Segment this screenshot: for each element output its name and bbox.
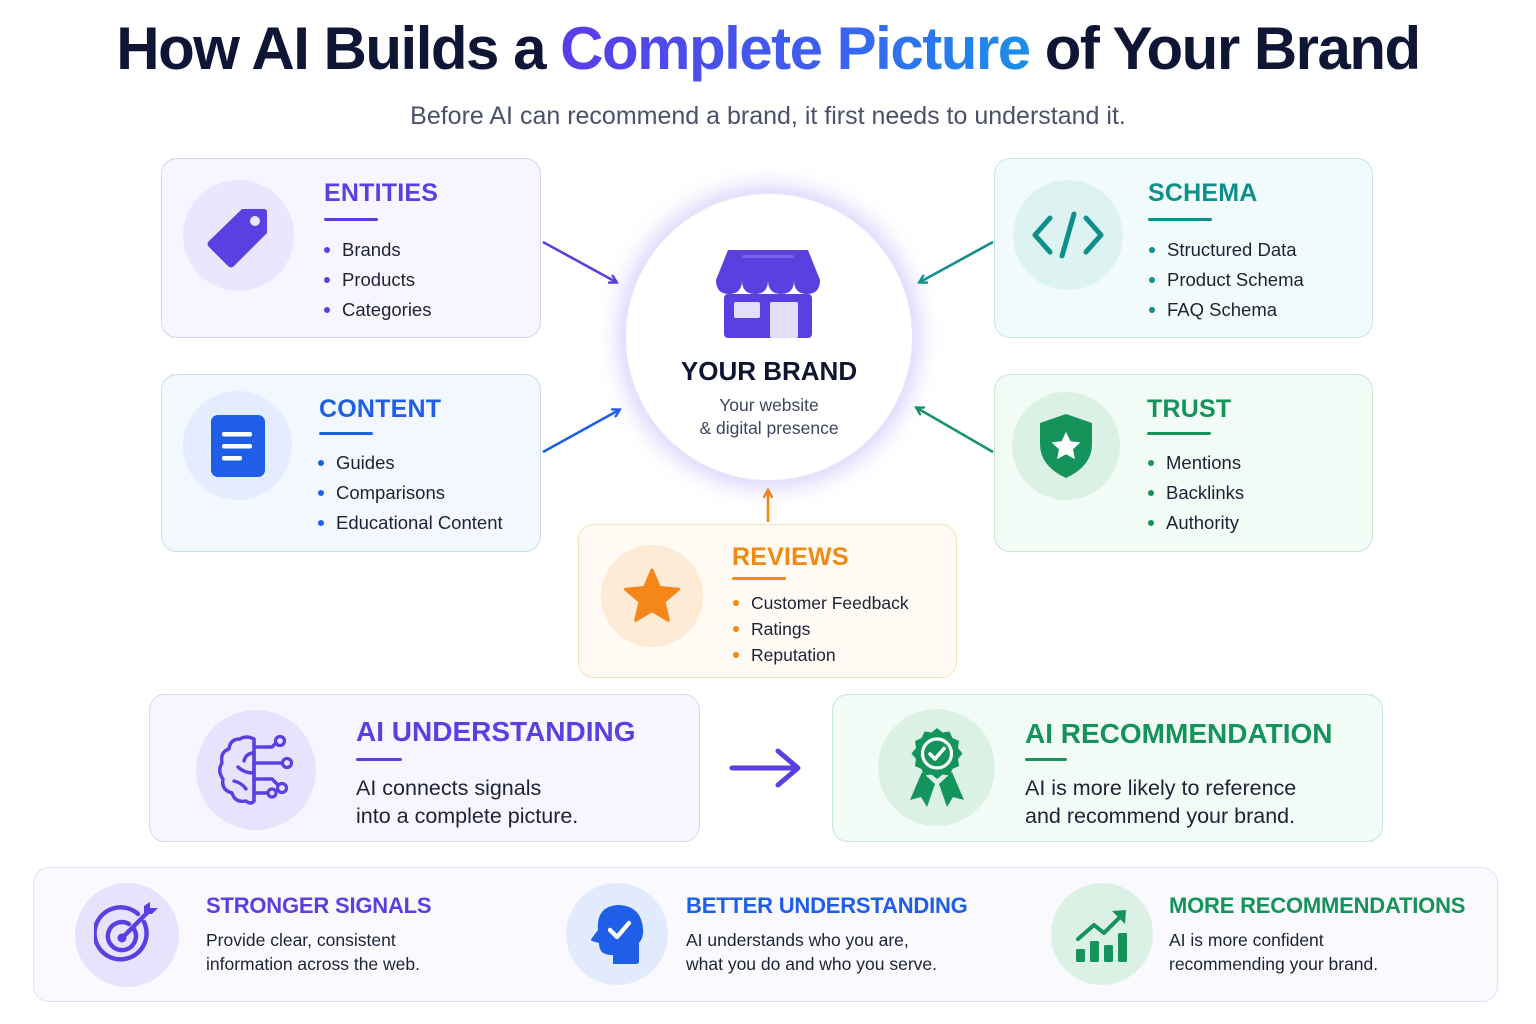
step-1-title: STRONGER SIGNALS bbox=[206, 893, 432, 918]
ai-understanding-text: AI connects signals into a complete pict… bbox=[356, 774, 578, 830]
list-item: Educational Content bbox=[316, 508, 503, 538]
ai-recommendation-text: AI is more likely to reference and recom… bbox=[1025, 774, 1296, 830]
reviews-icon-circle bbox=[601, 545, 703, 647]
schema-icon-circle bbox=[1013, 180, 1123, 290]
head-check-icon bbox=[591, 905, 644, 964]
text-line: AI connects signals bbox=[356, 776, 542, 800]
title-post: of Your Brand bbox=[1029, 15, 1421, 82]
shield-star-icon bbox=[1040, 414, 1092, 478]
trust-title: TRUST bbox=[1147, 395, 1232, 423]
step-2-icon-circle bbox=[566, 883, 668, 985]
ai-recommendation-icon-circle bbox=[878, 709, 995, 826]
award-badge-icon bbox=[909, 727, 964, 807]
reviews-underline bbox=[732, 577, 786, 580]
list-item: Structured Data bbox=[1147, 235, 1304, 265]
entities-list: Brands Products Categories bbox=[322, 235, 431, 325]
list-item: Backlinks bbox=[1146, 478, 1244, 508]
arrow-entities-to-brand bbox=[542, 240, 616, 282]
ai-understanding-underline bbox=[356, 758, 402, 761]
title-accent: Complete Picture bbox=[560, 15, 1031, 82]
entities-underline bbox=[324, 218, 378, 221]
step-1-icon-circle bbox=[75, 883, 179, 987]
trust-underline bbox=[1147, 432, 1211, 435]
text-line: Provide clear, consistent bbox=[206, 930, 396, 950]
list-item: Comparisons bbox=[316, 478, 503, 508]
list-item: Brands bbox=[322, 235, 431, 265]
text-line: and recommend your brand. bbox=[1025, 804, 1296, 828]
brand-subtitle: Your website & digital presence bbox=[624, 394, 914, 440]
content-list: Guides Comparisons Educational Content bbox=[316, 448, 503, 538]
content-underline bbox=[319, 432, 373, 435]
arrow-understanding-to-recommendation bbox=[729, 748, 801, 788]
step-3-title: MORE RECOMMENDATIONS bbox=[1169, 893, 1466, 918]
list-item: Customer Feedback bbox=[731, 590, 909, 616]
list-item: Guides bbox=[316, 448, 503, 478]
schema-list: Structured Data Product Schema FAQ Schem… bbox=[1147, 235, 1304, 325]
list-item: Ratings bbox=[731, 616, 909, 642]
arrow-content-to-brand bbox=[542, 410, 619, 454]
list-item: Reputation bbox=[731, 642, 909, 668]
text-line: recommending your brand. bbox=[1169, 954, 1379, 974]
growth-chart-icon bbox=[1076, 910, 1127, 962]
text-line: AI is more likely to reference bbox=[1025, 776, 1297, 800]
page-title: How AI Builds a Complete Picture of Your… bbox=[0, 14, 1536, 83]
schema-underline bbox=[1148, 218, 1212, 221]
arrow-schema-to-brand bbox=[920, 240, 994, 282]
reviews-title: REVIEWS bbox=[732, 543, 849, 571]
entities-icon-circle bbox=[183, 180, 294, 291]
document-icon bbox=[210, 414, 265, 477]
schema-title: SCHEMA bbox=[1148, 179, 1258, 207]
storefront-icon bbox=[716, 250, 820, 338]
step-1-text: Provide clear, consistent information ac… bbox=[206, 928, 420, 976]
content-title: CONTENT bbox=[319, 395, 442, 423]
brand-title: YOUR BRAND bbox=[680, 356, 858, 386]
title-pre: How AI Builds a bbox=[116, 15, 561, 82]
entities-title: ENTITIES bbox=[324, 179, 439, 207]
step-3-icon-circle bbox=[1051, 883, 1153, 985]
tag-icon bbox=[207, 208, 267, 267]
ai-understanding-icon-circle bbox=[196, 710, 316, 830]
trust-list: Mentions Backlinks Authority bbox=[1146, 448, 1244, 538]
brand-subtitle-line: Your website bbox=[719, 395, 819, 415]
code-icon bbox=[1032, 211, 1104, 259]
reviews-list: Customer Feedback Ratings Reputation bbox=[731, 590, 909, 668]
page-subtitle: Before AI can recommend a brand, it firs… bbox=[410, 102, 1126, 130]
list-item: Categories bbox=[322, 295, 431, 325]
text-line: information across the web. bbox=[206, 954, 420, 974]
list-item: Mentions bbox=[1146, 448, 1244, 478]
step-2-title: BETTER UNDERSTANDING bbox=[686, 893, 968, 918]
text-line: AI is more confident bbox=[1169, 930, 1324, 950]
ai-brain-icon bbox=[218, 734, 294, 805]
ai-recommendation-title: AI RECOMMENDATION bbox=[1025, 718, 1333, 749]
arrow-trust-to-brand bbox=[917, 408, 994, 454]
list-item: FAQ Schema bbox=[1147, 295, 1304, 325]
text-line: what you do and who you serve. bbox=[686, 954, 937, 974]
ai-understanding-title: AI UNDERSTANDING bbox=[356, 716, 636, 747]
step-2-text: AI understands who you are, what you do … bbox=[686, 928, 937, 976]
text-line: into a complete picture. bbox=[356, 804, 579, 828]
trust-icon-circle bbox=[1012, 392, 1120, 500]
target-icon bbox=[94, 902, 158, 962]
ai-recommendation-underline bbox=[1025, 758, 1067, 761]
content-icon-circle bbox=[183, 391, 292, 500]
star-icon bbox=[624, 568, 680, 622]
text-line: AI understands who you are, bbox=[686, 930, 909, 950]
list-item: Authority bbox=[1146, 508, 1244, 538]
brand-subtitle-line: & digital presence bbox=[699, 418, 839, 438]
step-3-text: AI is more confident recommending your b… bbox=[1169, 928, 1378, 976]
list-item: Product Schema bbox=[1147, 265, 1304, 295]
steps-banner bbox=[33, 867, 1498, 1002]
list-item: Products bbox=[322, 265, 431, 295]
